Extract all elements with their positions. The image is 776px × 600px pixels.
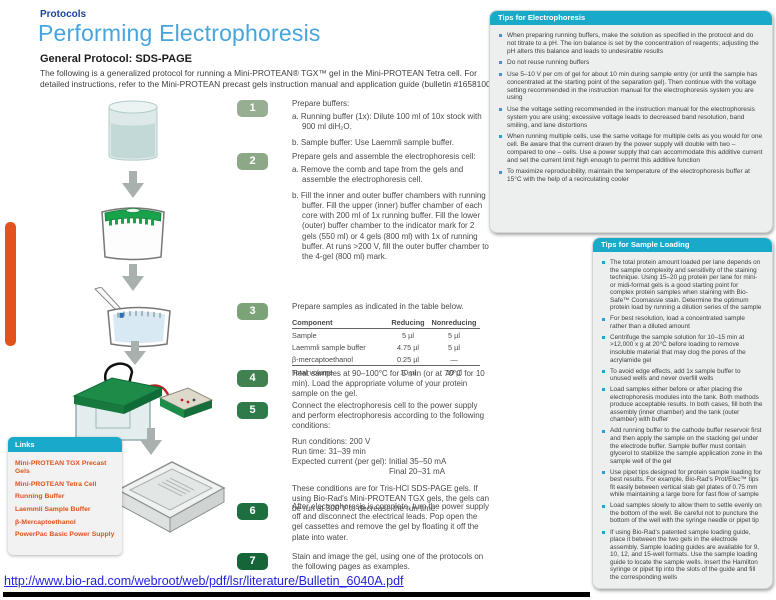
link-running-buffer[interactable]: Running Buffer	[15, 493, 65, 501]
table-cell: Sample	[292, 330, 317, 340]
link-mini-protean-tgx-precast-gels[interactable]: Mini-PROTEAN TGX Precast Gels	[15, 460, 107, 476]
tip-item: When running multiple cells, use the sam…	[499, 133, 763, 165]
table-cell: Laemmli sample buffer	[292, 342, 366, 352]
tip-item: Add running buffer to the cathode buffer…	[602, 427, 763, 465]
step-7-text: Stain and image the gel, using one of th…	[292, 552, 484, 572]
tip-item: If using Bio-Rad's patented sample loadi…	[602, 529, 763, 582]
table-cell: 0.25 µl	[396, 354, 420, 364]
tip-item: Load samples slowly to allow them to set…	[602, 502, 763, 525]
intro-paragraph: The following is a generalized protocol …	[40, 68, 496, 90]
table-cell: 5 µl	[448, 342, 460, 352]
step-1-text: Prepare buffers: a. Running buffer (1x):…	[292, 99, 490, 148]
link-laemmli-sample-buffer[interactable]: Laemmli Sample Buffer	[15, 506, 91, 514]
table-header-row: Component Reducing Nonreducing	[292, 316, 480, 329]
down-arrow-icon	[140, 428, 162, 455]
bulletin-pdf-link[interactable]: http://www.bio-rad.com/webroot/web/pdf/l…	[4, 574, 404, 588]
step-number-badge: 3	[237, 303, 268, 320]
tips-electrophoresis-list: When preparing running buffers, make the…	[490, 25, 772, 194]
table-row: β-mercaptoethanol 0.25 µl —	[292, 353, 480, 366]
table-row-total: Total volume 10 µl 10 µl	[292, 365, 480, 378]
staining-tray-illustration	[116, 461, 226, 533]
table-cell: —	[450, 354, 458, 364]
down-arrow-icon	[122, 264, 144, 291]
step-6-text: After electrophoresis is complete, turn …	[292, 502, 489, 542]
step-4-text: Heat samples at 90–100°C for 5 min (or a…	[292, 369, 485, 399]
sample-loading-cassette-illustration	[94, 287, 171, 348]
down-arrow-icon	[124, 341, 146, 365]
tip-item: Do not reuse running buffers	[499, 59, 763, 67]
step-2-intro: Prepare gels and assemble the electropho…	[292, 152, 476, 161]
table-cell: 5 µl	[402, 330, 414, 340]
table-cell: 10 µl	[388, 365, 428, 378]
step-number-badge: 1	[237, 100, 268, 117]
tips-sample-loading-panel: Tips for Sample Loading The total protei…	[592, 237, 773, 589]
buffer-beaker-illustration	[108, 100, 158, 161]
gel-cassette-comb-illustration	[101, 207, 165, 261]
links-panel: Links Mini-PROTEAN TGX Precast Gels Mini…	[8, 437, 122, 555]
run-conditions-current: Expected current (per gel): Initial 35–5…	[292, 457, 447, 467]
section-eyebrow: Protocols	[40, 9, 87, 20]
step-3-intro: Prepare samples as indicated in the tabl…	[292, 302, 464, 311]
table-cell: Total volume	[292, 365, 388, 378]
page-title: Performing Electrophoresis	[38, 20, 321, 46]
step-5-intro: Connect the electrophoresis cell to the …	[292, 401, 485, 431]
tip-item: Use the voltage setting recommended in t…	[499, 106, 763, 130]
table-header-reducing: Reducing	[388, 316, 428, 329]
tip-item: Use pipet tips designed for protein samp…	[602, 469, 763, 499]
table-row: Sample 5 µl 5 µl	[292, 329, 480, 342]
step-1-item-b: b. Sample buffer: Use Laemmli sample buf…	[292, 137, 455, 147]
chapter-edge-tab	[5, 222, 16, 346]
step-1-intro: Prepare buffers:	[292, 99, 350, 108]
table-header-component: Component	[292, 316, 388, 329]
down-arrow-icon	[122, 171, 144, 198]
link-powerpac-basic-power-supply[interactable]: PowerPac Basic Power Supply	[15, 531, 115, 539]
table-row: Laemmli sample buffer 4.75 µl 5 µl	[292, 341, 480, 353]
links-panel-body: Mini-PROTEAN TGX Precast Gels Mini-PROTE…	[8, 452, 122, 552]
step-number-badge: 4	[237, 370, 268, 387]
step-2-item-a: a. Remove the comb and tape from the gel…	[292, 165, 464, 185]
tips-sample-loading-title: Tips for Sample Loading	[593, 238, 772, 252]
step-number-badge: 2	[237, 153, 268, 170]
sample-preparation-table: Component Reducing Nonreducing Sample 5 …	[292, 316, 480, 378]
protocol-subtitle: General Protocol: SDS-PAGE	[40, 53, 192, 65]
step-number-badge: 6	[237, 503, 268, 520]
links-panel-title: Links	[8, 437, 122, 452]
bottom-divider-bar	[3, 592, 590, 597]
table-header-nonreducing: Nonreducing	[428, 316, 480, 329]
tips-electrophoresis-panel: Tips for Electrophoresis When preparing …	[489, 10, 773, 233]
tip-item: Load samples either before or after plac…	[602, 386, 763, 424]
step-number-badge: 5	[237, 402, 268, 419]
tip-item: Use 5–10 V per cm of gel for about 10 mi…	[499, 71, 763, 103]
tip-item: Centrifuge the sample solution for 10–15…	[602, 334, 763, 364]
table-cell: β-mercaptoethanol	[292, 354, 353, 364]
tips-electrophoresis-title: Tips for Electrophoresis	[490, 11, 772, 25]
step-2-text: Prepare gels and assemble the electropho…	[292, 152, 490, 262]
tip-item: When preparing running buffers, make the…	[499, 32, 763, 56]
step-number-badge: 7	[237, 553, 268, 570]
link-beta-mercaptoethanol[interactable]: β-Mercaptoethanol	[15, 518, 76, 526]
step-5-text: Connect the electrophoresis cell to the …	[292, 401, 490, 514]
step-2-item-b: b. Fill the inner and outer buffer chamb…	[292, 190, 489, 262]
tip-item: For best resolution, load a concentrated…	[602, 315, 763, 330]
table-cell: 4.75 µl	[396, 342, 420, 352]
run-conditions-current-final: Final 20–31 mA	[389, 467, 446, 477]
run-conditions-time: Run time: 31–39 min	[292, 446, 366, 456]
tip-item: To maximize reproducibility, maintain th…	[499, 168, 763, 184]
tips-sample-loading-list: The total protein amount loaded per lane…	[593, 252, 772, 588]
step-5-note: These conditions are for Tris-HCl SDS-PA…	[292, 483, 490, 514]
link-mini-protean-tetra-cell[interactable]: Mini-PROTEAN Tetra Cell	[15, 480, 97, 488]
tip-item: To avoid edge effects, add 1x sample buf…	[602, 368, 763, 383]
table-cell: 10 µl	[428, 365, 480, 378]
run-conditions-voltage: Run conditions: 200 V	[292, 436, 371, 446]
tip-item: The total protein amount loaded per lane…	[602, 259, 763, 312]
step-3-text: Prepare samples as indicated in the tabl…	[292, 302, 490, 312]
step-1-item-a: a. Running buffer (1x): Dilute 100 ml of…	[292, 112, 482, 132]
table-cell: 5 µl	[448, 330, 460, 340]
